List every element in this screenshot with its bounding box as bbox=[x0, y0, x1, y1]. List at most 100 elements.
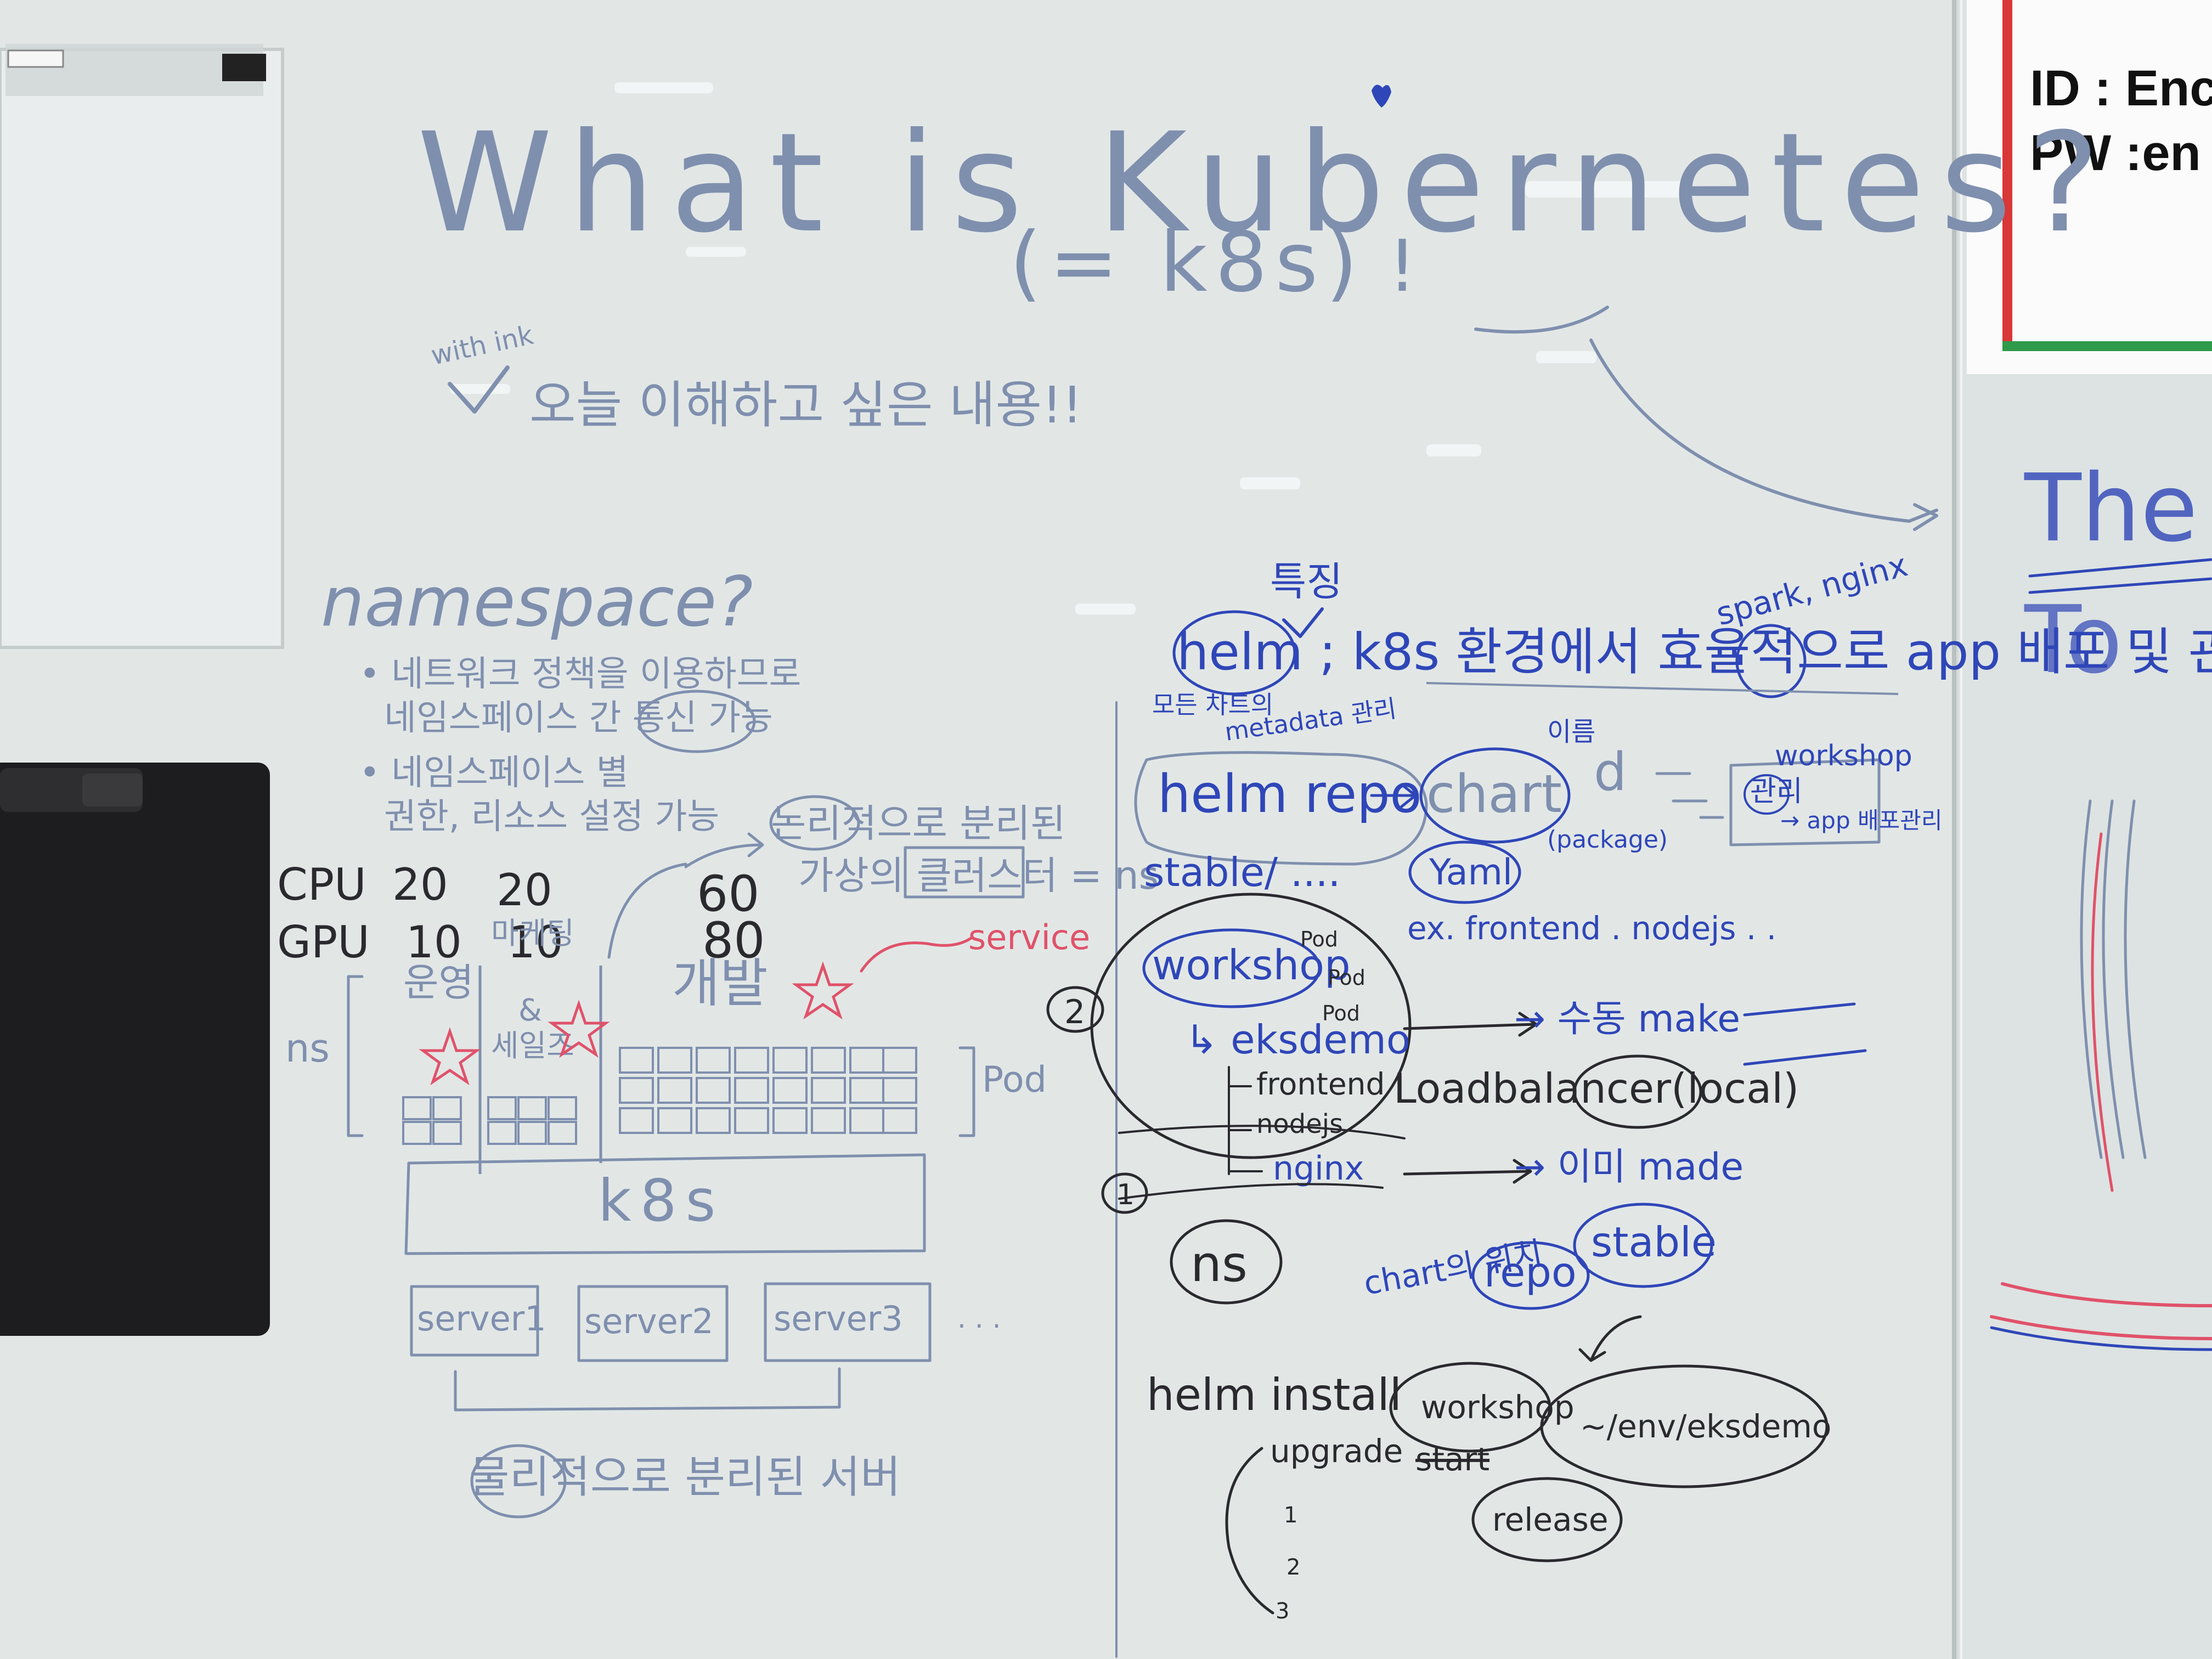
server3-label: server3 bbox=[774, 1299, 903, 1339]
checkmark-icon bbox=[448, 365, 510, 414]
right-board-underline bbox=[2028, 558, 2212, 594]
physical-caption: 물리적으로 분리된 서버 bbox=[469, 1452, 901, 1503]
tree-eksdemo: ↳ eksdemo bbox=[1185, 1017, 1410, 1063]
repo-to-chart-arrow bbox=[1370, 783, 1417, 808]
title-block: What is Kubernetes? (= k8s) ! with ink 오… bbox=[417, 84, 2115, 531]
step-1-mark: 1 bbox=[1284, 1503, 1297, 1528]
install-command: helm install bbox=[1147, 1369, 1402, 1420]
today-goal-text: 오늘 이해하고 싶은 내용!! bbox=[529, 376, 1082, 435]
stable-note: stable/ .... bbox=[1144, 849, 1341, 895]
helm-definition: helm ; k8s 환경에서 효율적으로 app 배포 및 관리 bbox=[1177, 623, 2212, 681]
server1-label: server1 bbox=[417, 1299, 546, 1339]
yaml-circle bbox=[1408, 840, 1521, 904]
yaml-label: Yaml bbox=[1429, 852, 1513, 893]
already-made: → 이미 made bbox=[1514, 1146, 1743, 1189]
namespace-bullet-2b: 권한, 리소스 설정 가능 bbox=[384, 797, 719, 837]
team-marketing-a: 마케팅 bbox=[491, 916, 574, 951]
server-bracket bbox=[454, 1367, 841, 1412]
star-icon-ops bbox=[419, 1027, 481, 1086]
gpu-label: GPU bbox=[277, 917, 370, 968]
release-label: release bbox=[1492, 1501, 1609, 1538]
app-install-note: → app 배포관리 bbox=[1780, 807, 1943, 834]
step-3-mark: 3 bbox=[1276, 1599, 1289, 1624]
step-2-mark: 2 bbox=[1286, 1555, 1300, 1580]
manage-circle bbox=[1743, 774, 1790, 815]
password-note: ID : Enc PW :en bbox=[1967, 0, 2212, 374]
ns-circle bbox=[1170, 1219, 1283, 1305]
note-id-line: ID : Enc bbox=[2030, 60, 2212, 116]
workshop-ns-circle bbox=[1142, 928, 1321, 1008]
team-ops: 운영 bbox=[403, 960, 474, 1005]
team-dev: 개발 bbox=[672, 953, 768, 1014]
step-2-circle bbox=[1046, 986, 1104, 1033]
helm-section: 특징 helm ; k8s 환경에서 효율적으로 app 배포 및 관리 spa… bbox=[1046, 546, 2212, 1624]
tree-workshop: workshop bbox=[1152, 941, 1351, 989]
communication-circle bbox=[637, 690, 756, 753]
pod-note-1: Pod bbox=[1300, 927, 1338, 951]
manual-make: → 수동 make bbox=[1514, 997, 1740, 1041]
star-icon-marketing bbox=[548, 1000, 610, 1058]
namespace-bullet-2a: • 네임스페이스 별 bbox=[359, 753, 629, 793]
light-reflections bbox=[450, 82, 1690, 614]
ns-circle-label: ns bbox=[1190, 1235, 1248, 1293]
pod-label: Pod bbox=[982, 1059, 1047, 1101]
release-label-circle bbox=[1471, 1477, 1623, 1562]
right-board-red-lines bbox=[1990, 1282, 2212, 1340]
physical-circle bbox=[470, 1444, 567, 1519]
right-board-curves bbox=[2080, 799, 2147, 1159]
gpu-ops: 10 bbox=[406, 917, 462, 968]
stable-circle-label: stable bbox=[1591, 1218, 1717, 1266]
repo-circle bbox=[1471, 1241, 1590, 1310]
local-circle bbox=[1573, 1054, 1702, 1129]
right-board-notes: The To bbox=[1990, 454, 2212, 1351]
title-text: What is Kubernetes? bbox=[417, 103, 2115, 263]
logical-note-b: 가상의 클러스터 = ns bbox=[798, 853, 1159, 898]
whiteboard-left bbox=[0, 0, 1953, 1659]
name-note: 이름 bbox=[1547, 716, 1595, 747]
pod-grid bbox=[402, 1047, 917, 1145]
cluster-box bbox=[904, 846, 1025, 899]
gpu-marketing: 10 bbox=[507, 917, 563, 968]
k8s-subtitle: (= k8s) bbox=[1009, 215, 1365, 311]
server2-box bbox=[577, 1285, 729, 1362]
cpu-label: CPU bbox=[277, 859, 366, 910]
right-board-red-curve bbox=[2091, 832, 2114, 1192]
cpu-ops: 20 bbox=[392, 859, 448, 910]
d-label: d bbox=[1594, 742, 1627, 803]
server2-label: server2 bbox=[584, 1301, 714, 1341]
star-icon-dev bbox=[792, 961, 854, 1020]
step-2-label: 2 bbox=[1064, 993, 1085, 1031]
workshop-box bbox=[1729, 758, 1881, 847]
service-arrow bbox=[860, 936, 973, 973]
logical-circle bbox=[769, 795, 860, 851]
helm-repo-circle bbox=[1134, 751, 1428, 866]
team-marketing-b: & bbox=[518, 992, 542, 1028]
plastic-sleeve bbox=[0, 44, 284, 649]
sleeve-clip bbox=[222, 54, 266, 81]
chart-circle bbox=[1419, 747, 1571, 844]
app-circle bbox=[1735, 624, 1807, 698]
upgrade-label: upgrade bbox=[1270, 1432, 1403, 1470]
heart-icon bbox=[1372, 84, 1391, 108]
feature-check-icon bbox=[1282, 607, 1324, 638]
install-arrow bbox=[1578, 1315, 1642, 1362]
team-marketing-c: 세일즈 bbox=[491, 1028, 574, 1063]
server-ellipsis: . . . bbox=[957, 1302, 1001, 1334]
all-charts-note: 모든 차트의 bbox=[1152, 690, 1273, 719]
namespace-bullet-1b: 네임스페이스 간 통신 가능 bbox=[384, 698, 773, 738]
install-name: workshop bbox=[1421, 1389, 1575, 1426]
note-red-border bbox=[2002, 0, 2012, 351]
resource-table: CPU GPU 20 20 60 10 10 80 논리적으로 분리된 가상의 … bbox=[277, 795, 1159, 1519]
side-lines bbox=[1743, 1002, 1867, 1066]
k8s-box bbox=[404, 1153, 926, 1255]
black-clipboard bbox=[0, 763, 270, 1336]
start-label: start bbox=[1415, 1441, 1489, 1478]
package-note: (package) bbox=[1547, 826, 1668, 854]
chart-arrows bbox=[1655, 772, 1724, 819]
note-green-border bbox=[2002, 341, 2212, 351]
chart-label: chart bbox=[1426, 764, 1562, 825]
tree-lines bbox=[1228, 1066, 1263, 1175]
example-note: ex. frontend . nodejs . . bbox=[1407, 910, 1776, 947]
logical-arrow bbox=[607, 832, 764, 959]
